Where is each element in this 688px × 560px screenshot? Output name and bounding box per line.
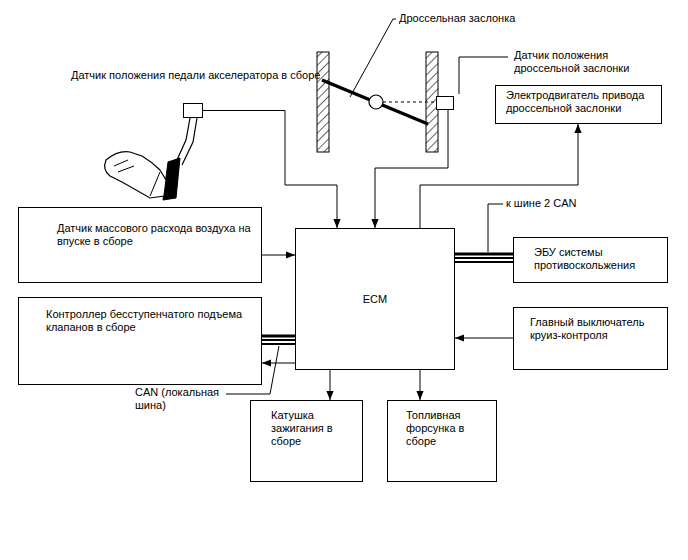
can-bus-wire [455, 261, 513, 263]
control-unit: ECM [295, 228, 455, 370]
pedal-arm [176, 118, 190, 162]
box-text: Электродвигатель привода дроссельной зас… [506, 89, 657, 115]
box-text: ECM [363, 293, 387, 306]
leader-line [488, 204, 503, 252]
part-label: Датчик положения дроссельной заслонки [514, 49, 674, 75]
signal-arrow [375, 110, 448, 228]
throttle-pivot [369, 95, 383, 109]
sensor-box: Датчик положения дроссельной заслонки [436, 96, 454, 110]
control-unit: Контроллер бесступенчатого подъема клапа… [18, 297, 262, 385]
can-bus-line [262, 336, 295, 344]
pedal-arm [182, 118, 197, 165]
box-text: Главный выключатель круиз-контроля [530, 316, 663, 342]
throttle-shaft [383, 102, 436, 103]
signal-wire [375, 110, 448, 228]
signal-arrow [262, 363, 295, 364]
can-bus-wire [455, 257, 513, 259]
actuator-box: Электродвигатель привода дроссельной зас… [495, 85, 662, 124]
leader-line [350, 19, 396, 97]
throttle-wall [317, 52, 329, 152]
signal-arrow [262, 255, 295, 256]
control-unit: ЭБУ системы противоскольжения [513, 237, 668, 283]
throttle-plate [322, 80, 428, 124]
actuator-box: Топливная форсунка в сборе [387, 400, 497, 482]
signal-arrow [455, 338, 513, 339]
can-bus-wire [455, 253, 513, 256]
driver-shoe [105, 152, 166, 198]
sensor-box: Датчик массового расхода воздуха на впус… [18, 207, 262, 283]
signal-wire [262, 363, 295, 364]
signal-arrow [420, 124, 578, 228]
can-bus-wire [262, 343, 295, 345]
shoe-detail [114, 160, 160, 196]
callout-label: к шине 2 CAN [506, 197, 626, 210]
switch-box: Главный выключатель круиз-контроля [513, 307, 668, 370]
signal-arrow [330, 370, 331, 400]
signal-wire [420, 124, 578, 228]
signal-wire [455, 338, 513, 339]
signal-wire [262, 255, 295, 256]
callout-label: CAN (локальная шина) [135, 386, 227, 412]
actuator-box: Катушка зажигания в сборе [250, 400, 363, 482]
can-bus-wire [262, 335, 295, 338]
signal-wire [330, 370, 331, 400]
can-bus-line [455, 254, 513, 262]
box-text: ЭБУ системы противоскольжения [534, 246, 663, 272]
signal-wire [420, 370, 421, 400]
box-text: Датчик массового расхода воздуха на впус… [57, 222, 257, 248]
callout-label: Дроссельная заслонка [399, 12, 559, 25]
can-bus-wire [262, 339, 295, 341]
box-text: Топливная форсунка в сборе [406, 409, 492, 448]
box-text: Контроллер бесступенчатого подъема клапа… [46, 308, 257, 334]
sensor-box: Датчик положения педали акселератора в с… [183, 103, 203, 118]
part-label: Датчик положения педали акселератора в с… [71, 69, 321, 82]
signal-arrow [420, 370, 421, 400]
box-text: Катушка зажигания в сборе [271, 409, 358, 448]
